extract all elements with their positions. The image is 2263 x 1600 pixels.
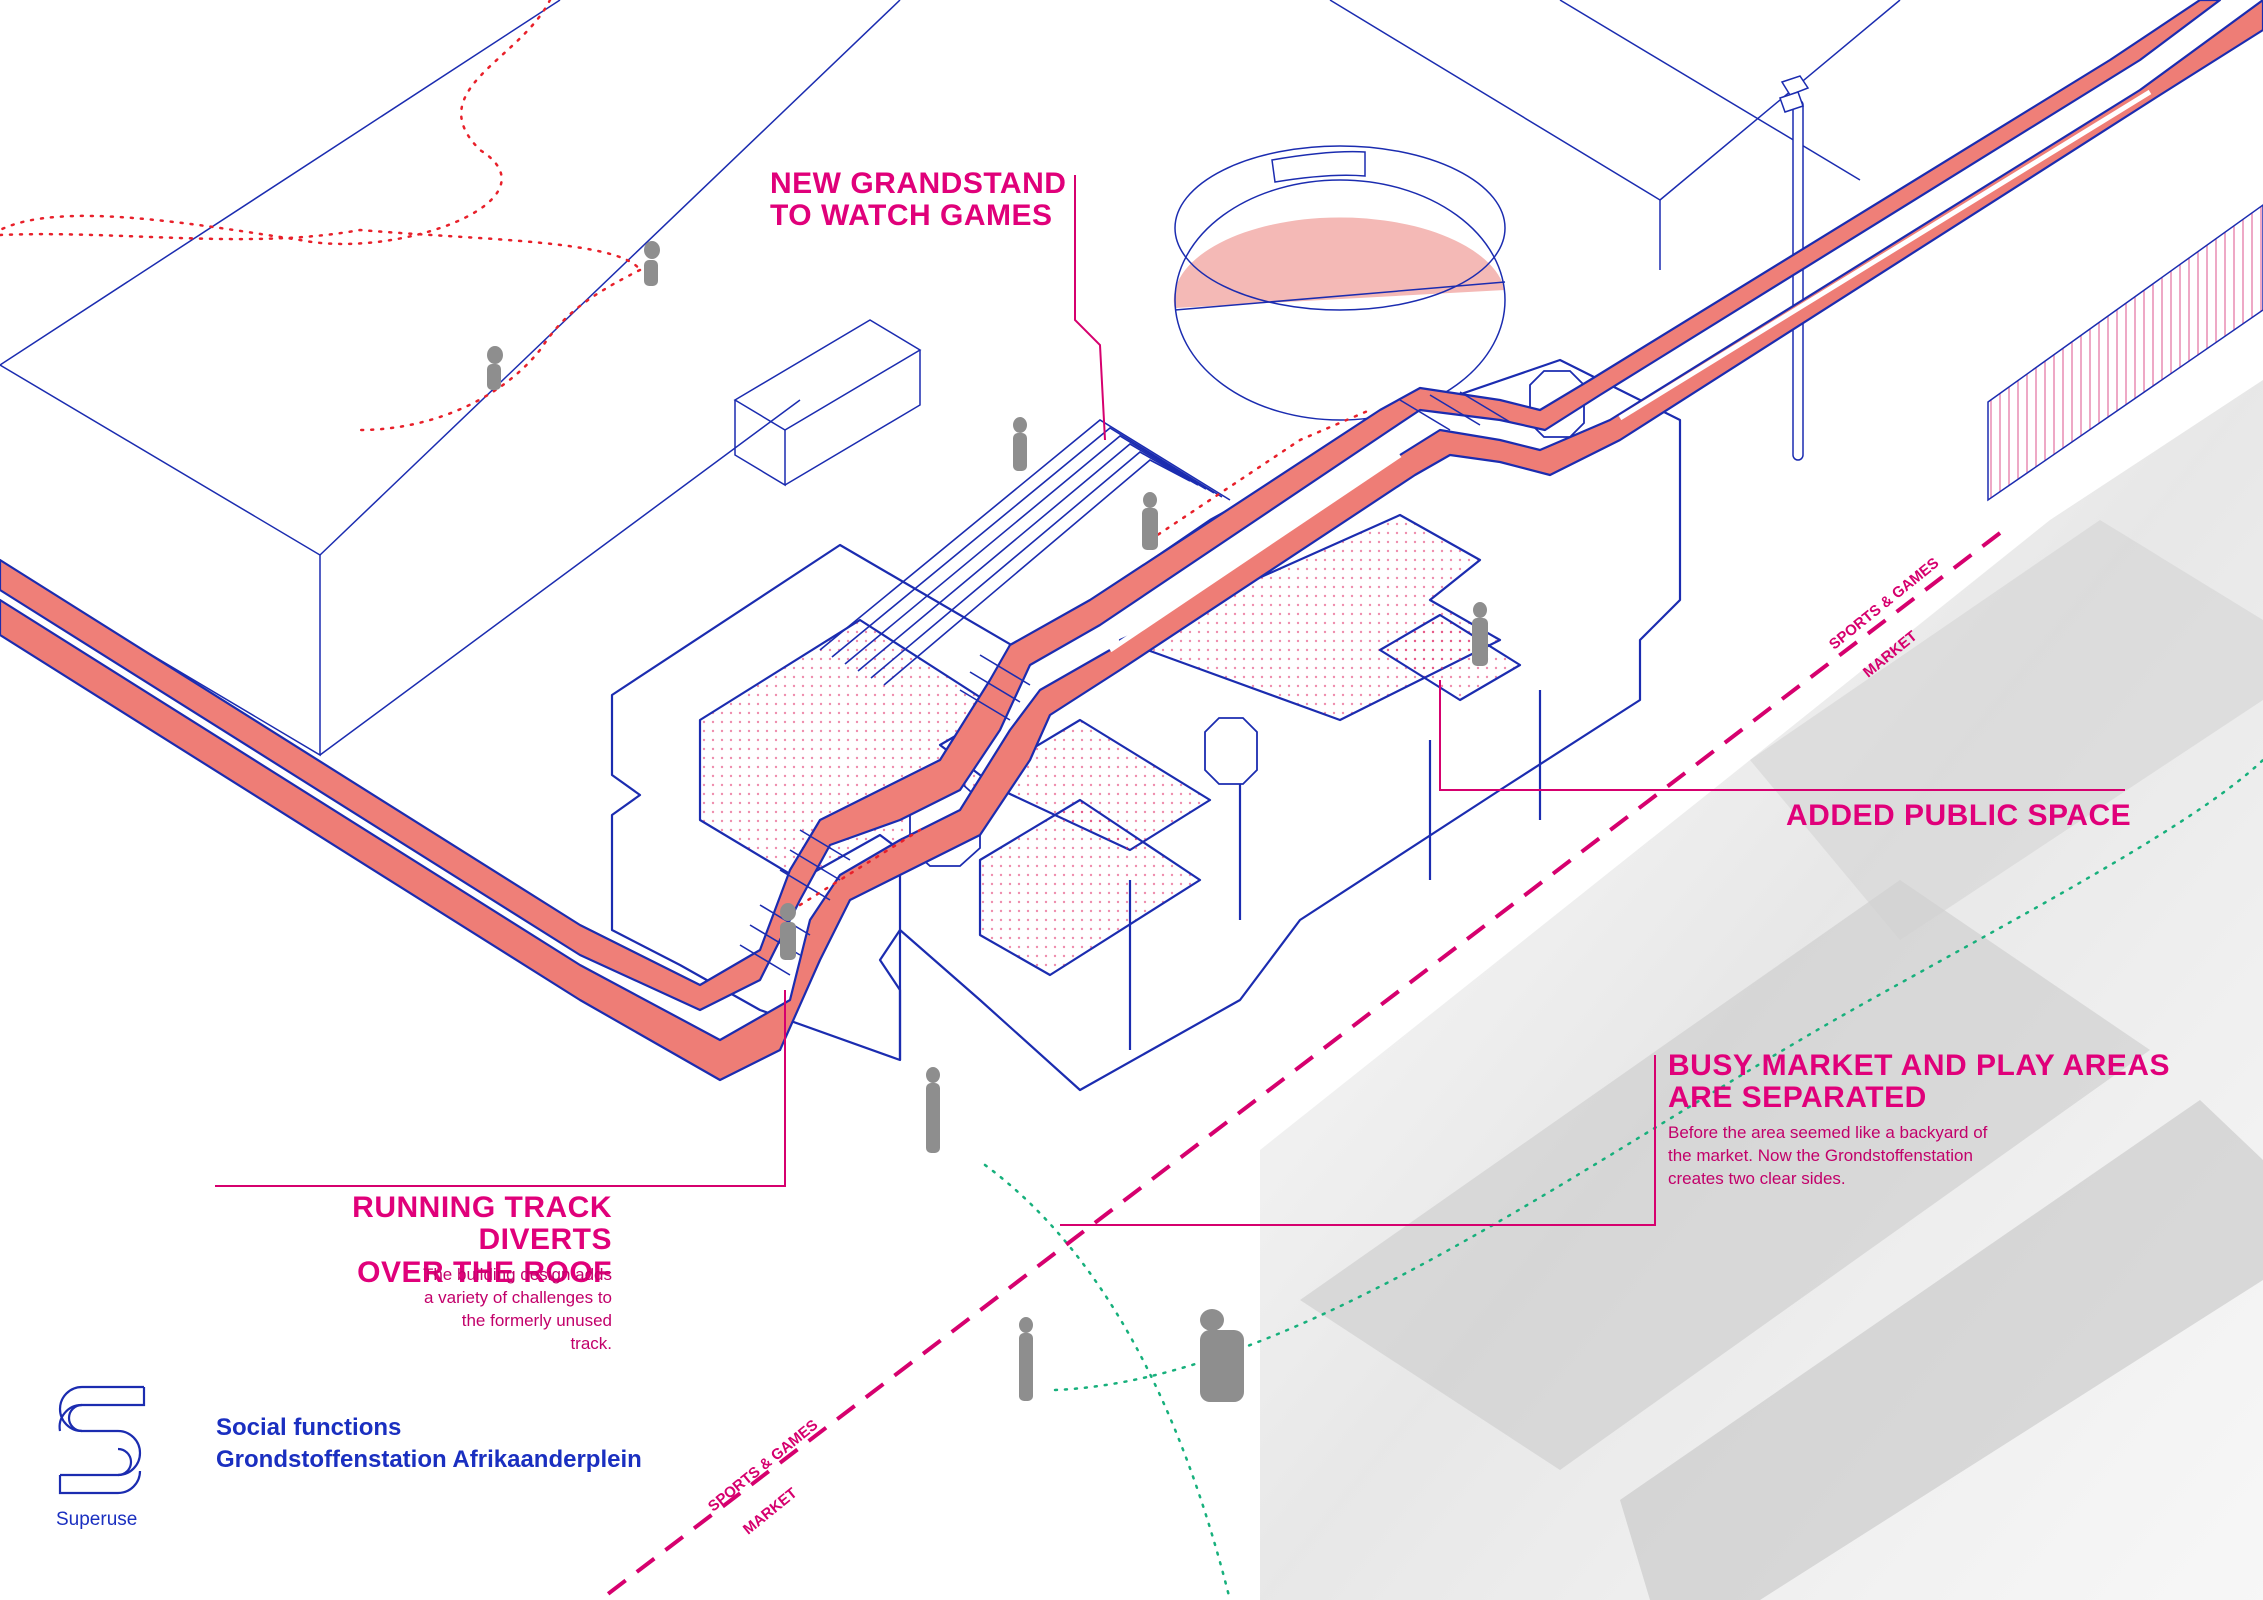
market-description: Before the area seemed like a backyard o… bbox=[1668, 1122, 1987, 1191]
running-track-body-line: track. bbox=[570, 1333, 612, 1353]
grandstand-title-line1: NEW GRANDSTAND bbox=[770, 167, 1067, 200]
people bbox=[487, 241, 1488, 1402]
grandstand-title-line2: TO WATCH GAMES bbox=[770, 199, 1053, 233]
running-track-title-line2: OVER THE ROOF bbox=[357, 1255, 612, 1289]
market-body-line: the market. Now the Grondstoffenstation bbox=[1668, 1145, 1973, 1165]
grandstand-dome bbox=[1173, 145, 1506, 421]
market-label: BUSY MARKET AND PLAY AREAS ARE SEPARATED bbox=[1668, 1049, 2170, 1115]
running-track-body-line: a variety of challenges to bbox=[423, 1287, 612, 1307]
zone-divider bbox=[598, 531, 2002, 1600]
pedestrian-routes bbox=[983, 758, 2263, 1600]
leader-lines bbox=[215, 175, 2125, 1226]
running-track-body-line: The building design adds bbox=[422, 1265, 612, 1284]
grondstoffenstation-building bbox=[610, 358, 1682, 1092]
market-title-line2: ARE SEPARATED bbox=[1668, 1081, 1927, 1115]
light-pole bbox=[1779, 75, 1810, 461]
aerial-photo-market bbox=[1260, 380, 2263, 1600]
running-track-title-line1: RUNNING TRACK DIVERTS bbox=[352, 1191, 612, 1257]
hatched-fence bbox=[1987, 204, 2263, 502]
running-track-label: RUNNING TRACK DIVERTS OVER THE ROOF bbox=[214, 1191, 612, 1289]
market-body-line: creates two clear sides. bbox=[1668, 1168, 1846, 1188]
project-title-line1: Social functions bbox=[216, 1414, 402, 1441]
public-space-title: ADDED PUBLIC SPACE bbox=[1786, 799, 2132, 832]
running-track-body-line: the formerly unused bbox=[461, 1310, 612, 1330]
project-title: Social functions Grondstoffenstation Afr… bbox=[216, 1412, 642, 1477]
public-space-label: ADDED PUBLIC SPACE bbox=[1786, 799, 2132, 832]
brand-block: Superuse bbox=[56, 1385, 152, 1531]
running-track bbox=[0, 0, 2263, 1082]
running-paths bbox=[0, 0, 1372, 907]
project-title-line2: Grondstoffenstation Afrikaanderplein bbox=[216, 1446, 642, 1474]
market-title-line1: BUSY MARKET AND PLAY AREAS bbox=[1668, 1049, 2170, 1082]
running-track-description: The building design adds a variety of ch… bbox=[300, 1264, 612, 1356]
brand-name: Superuse bbox=[56, 1509, 138, 1530]
grandstand-steps bbox=[819, 419, 1231, 686]
grandstand-label: NEW GRANDSTAND TO WATCH GAMES bbox=[770, 167, 1067, 233]
superuse-s-logo-icon bbox=[58, 1385, 146, 1495]
market-body-line: Before the area seemed like a backyard o… bbox=[1668, 1123, 1988, 1142]
